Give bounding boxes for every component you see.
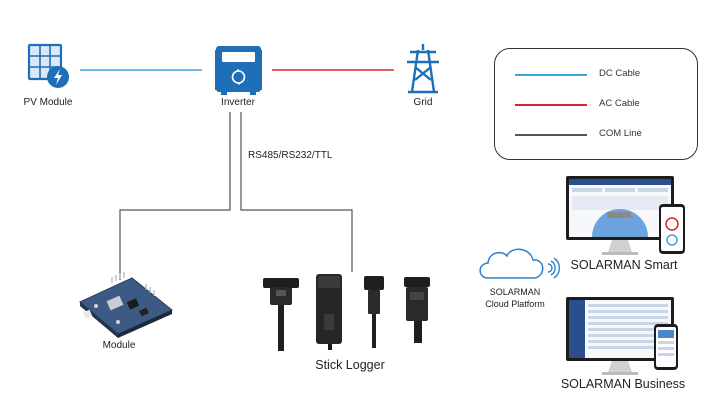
cloud-icon	[479, 248, 544, 279]
solarman-business-label: SOLARMAN Business	[560, 377, 686, 391]
stick-logger-4-icon	[404, 277, 430, 343]
smart-phone-icon	[659, 204, 685, 254]
inverter-label: Inverter	[221, 97, 255, 108]
legend: DC Cable AC Cable COM Line	[494, 48, 698, 160]
legend-ac-line	[515, 104, 587, 106]
module-label: Module	[102, 340, 136, 351]
wifi-signal-icon	[547, 257, 560, 279]
legend-dc-line	[515, 74, 587, 76]
module-board-icon	[79, 272, 173, 338]
legend-dc-label: DC Cable	[599, 68, 641, 79]
cloud-label-line2: Cloud Platform	[485, 299, 545, 309]
pv-module-label: PV Module	[23, 97, 73, 108]
power-pylon-icon	[407, 44, 439, 94]
grid-label: Grid	[413, 97, 433, 108]
legend-ac-label: AC Cable	[599, 98, 640, 109]
stick-logger-2-icon	[316, 274, 342, 350]
com-lines	[119, 112, 353, 280]
business-phone-icon	[654, 324, 678, 370]
inverter-icon	[215, 46, 262, 95]
stick-logger-label: Stick Logger	[315, 358, 385, 372]
legend-com-line	[515, 134, 587, 136]
solarman-smart-label: SOLARMAN Smart	[570, 258, 678, 272]
smart-monitor-icon	[566, 176, 674, 255]
legend-com-label: COM Line	[599, 128, 642, 139]
stick-logger-1-icon	[263, 278, 299, 351]
solar-panel-icon	[27, 43, 69, 88]
cloud-label-line1: SOLARMAN	[489, 287, 541, 297]
connection-label: RS485/RS232/TTL	[248, 150, 333, 161]
stick-logger-3-icon	[364, 276, 384, 348]
